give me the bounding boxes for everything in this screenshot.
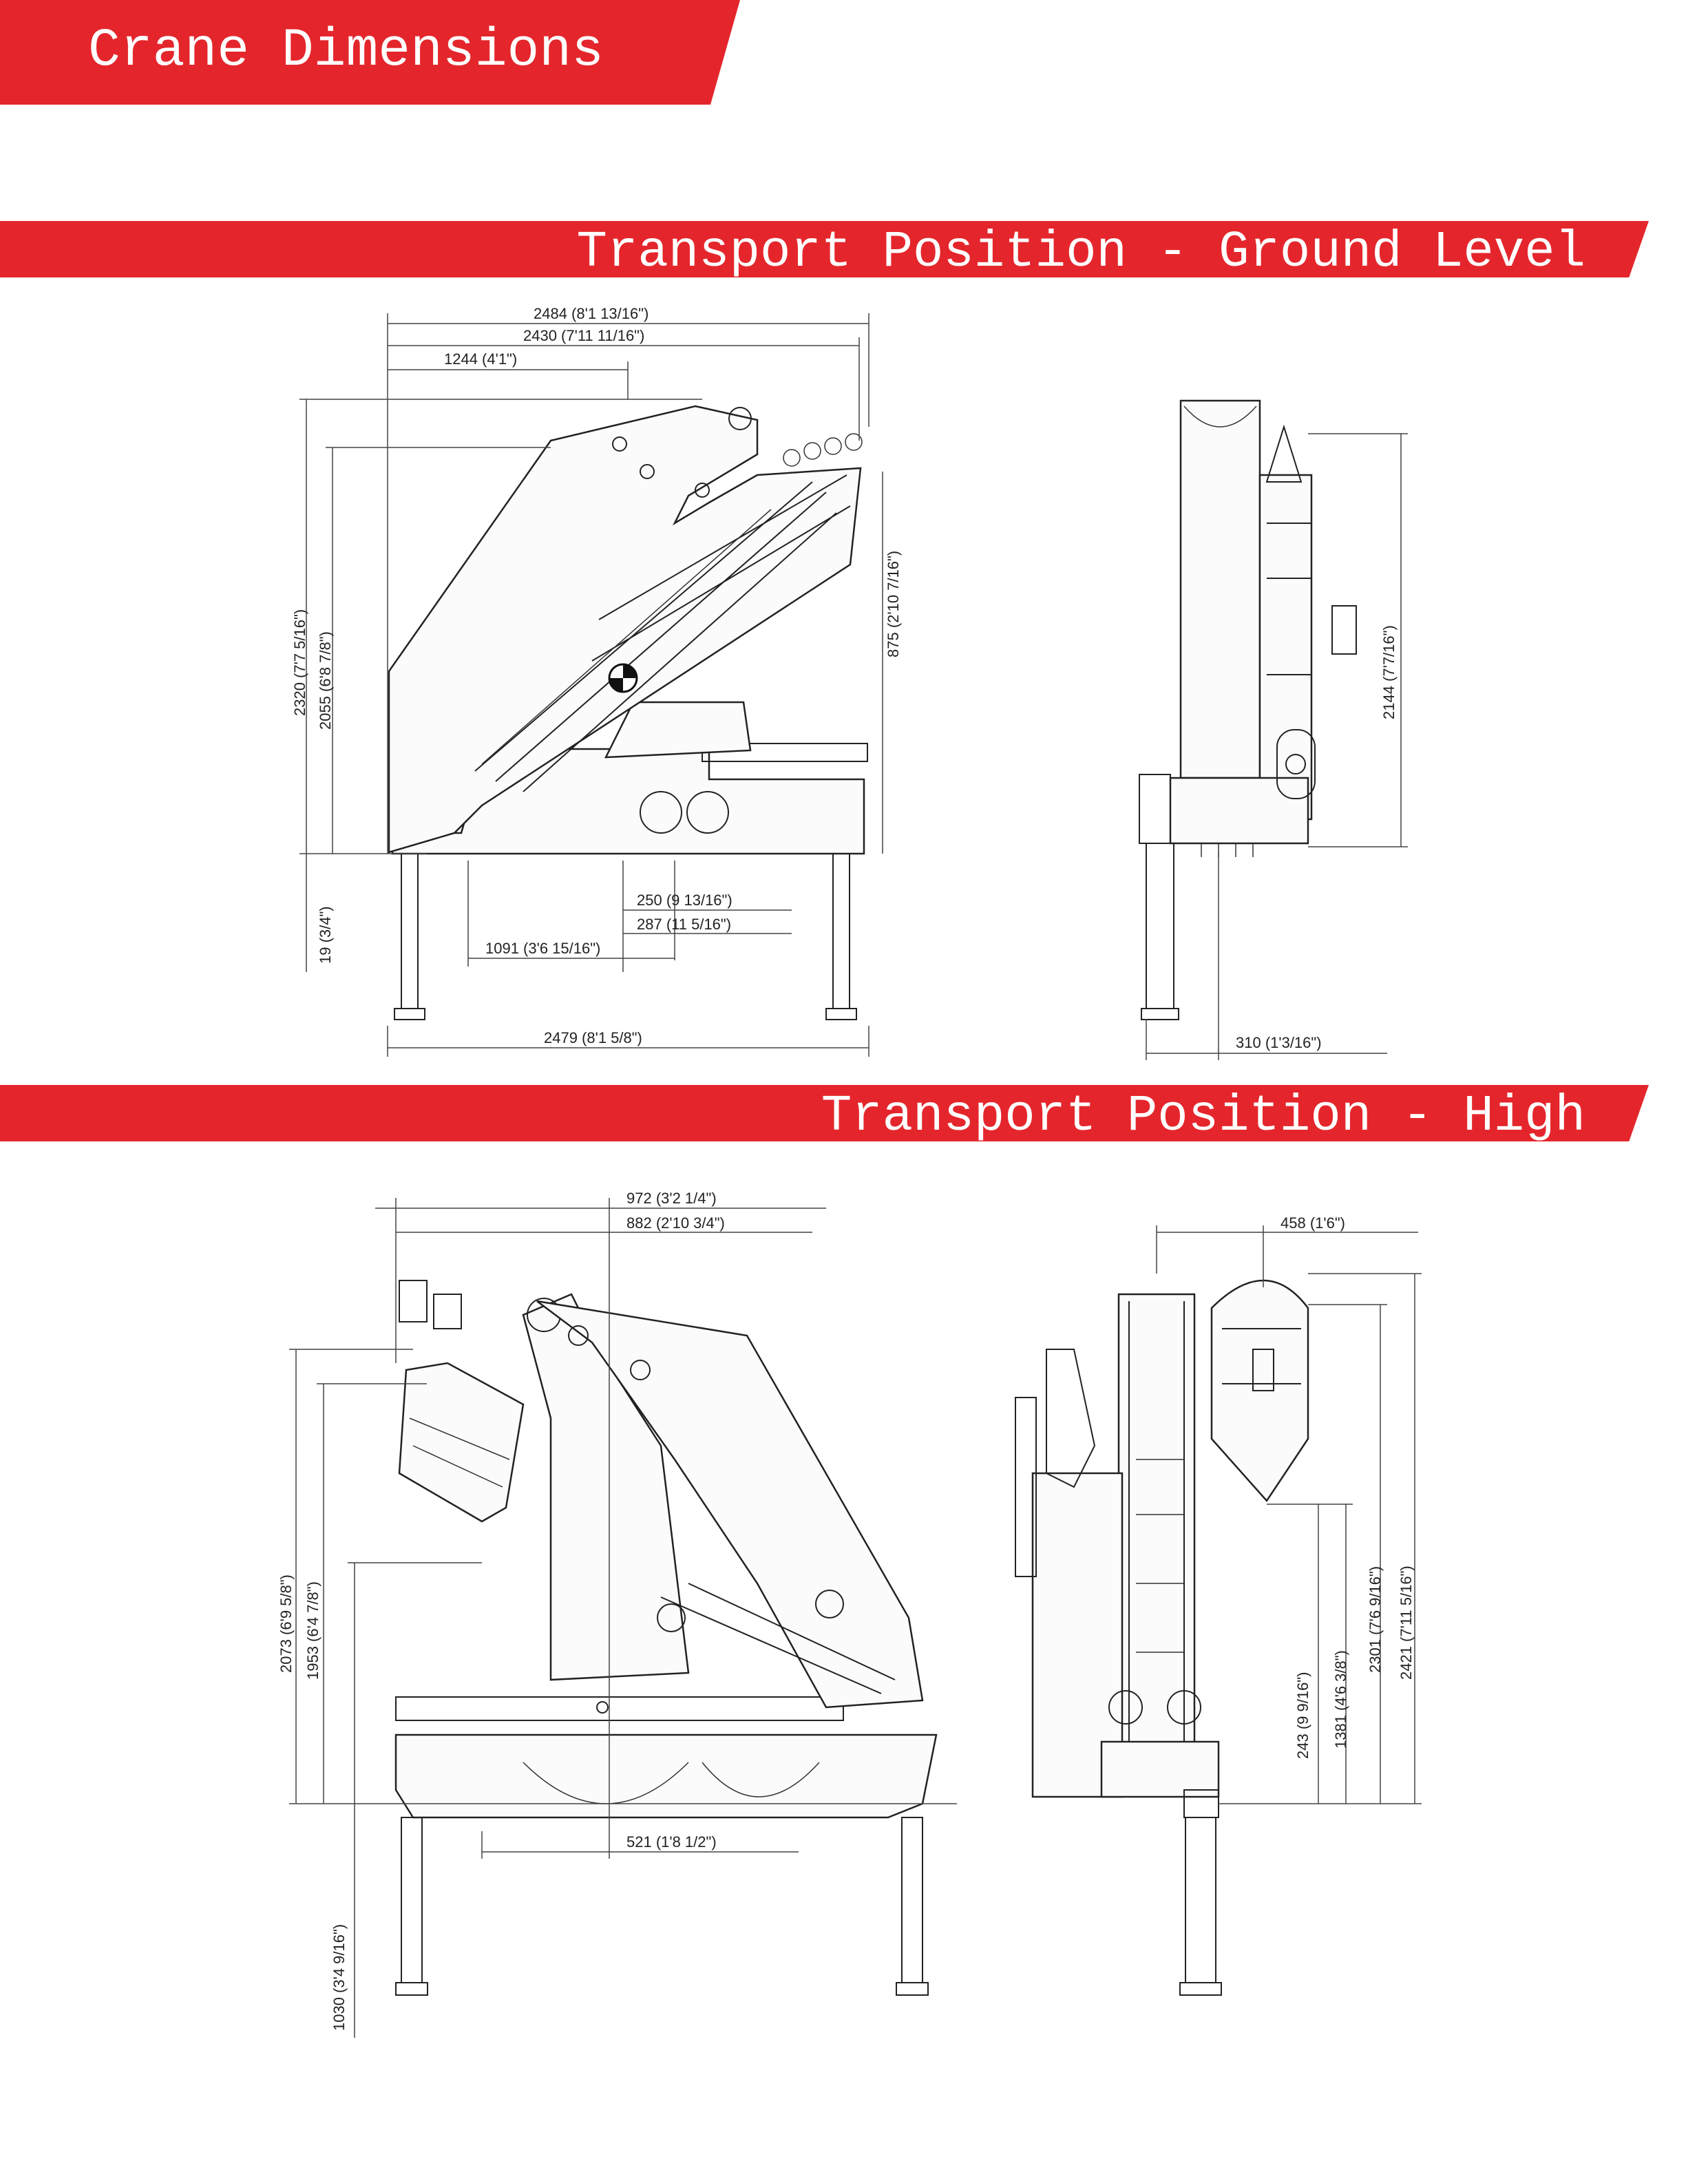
ground-side-dimension-labels: 2484 (8'1 13/16") 2430 (7'11 11/16") 124… bbox=[291, 305, 902, 1046]
dim-label-19: 19 (3/4") bbox=[317, 906, 334, 964]
dim-label-1030: 1030 (3'4 9/16") bbox=[330, 1924, 348, 2031]
ground-end-view-crane bbox=[1139, 399, 1357, 1020]
dim-label-2479: 2479 (8'1 5/8") bbox=[544, 1029, 642, 1046]
ground-side-view-crane bbox=[388, 405, 868, 1020]
section-banner-high: Transport Position - High bbox=[0, 1085, 1649, 1141]
dim-label-310: 310 (1'3/16") bbox=[1236, 1034, 1322, 1051]
dim-label-1381: 1381 (4'6 3/8") bbox=[1332, 1650, 1349, 1749]
dim-label-2484: 2484 (8'1 13/16") bbox=[534, 305, 649, 322]
section-title-high: Transport Position - High bbox=[821, 1088, 1585, 1146]
ground-end-dimension-labels: 2144 (7'7/16") 310 (1'3/16") bbox=[1236, 625, 1398, 1051]
ground-end-dimension-lines bbox=[1146, 433, 1408, 1060]
dim-label-521: 521 (1'8 1/2") bbox=[626, 1833, 717, 1851]
dim-label-2055: 2055 (6'8 7/8") bbox=[317, 631, 334, 730]
dim-label-1953: 1953 (6'4 7/8") bbox=[304, 1581, 321, 1680]
dim-label-2320: 2320 (7'7 5/16") bbox=[291, 609, 308, 716]
dim-label-287: 287 (11 5/16") bbox=[637, 916, 731, 933]
dim-label-882: 882 (2'10 3/4") bbox=[626, 1214, 725, 1232]
dim-label-243: 243 (9 9/16") bbox=[1294, 1672, 1311, 1759]
high-side-dimension-labels: 972 (3'2 1/4") 882 (2'10 3/4") 2073 (6'9… bbox=[277, 1190, 725, 2031]
high-end-dimension-labels: 458 (1'6") 243 (9 9/16") 1381 (4'6 3/8")… bbox=[1280, 1214, 1415, 1759]
dim-label-458: 458 (1'6") bbox=[1280, 1214, 1345, 1232]
dim-label-1244: 1244 (4'1") bbox=[444, 350, 517, 368]
high-side-view-crane bbox=[394, 1280, 938, 1996]
ground-side-dimension-lines bbox=[299, 313, 883, 1057]
dim-label-972: 972 (3'2 1/4") bbox=[626, 1190, 717, 1207]
dim-label-2301: 2301 (7'6 9/16") bbox=[1367, 1566, 1384, 1673]
dim-label-875: 875 (2'10 7/16") bbox=[885, 551, 902, 657]
dim-label-2073: 2073 (6'9 5/8") bbox=[277, 1574, 295, 1673]
section-title-ground-level: Transport Position - Ground Level bbox=[576, 224, 1585, 282]
dim-label-1091: 1091 (3'6 15/16") bbox=[485, 940, 600, 957]
dim-label-2144: 2144 (7'7/16") bbox=[1380, 625, 1398, 719]
high-side-dimension-lines bbox=[289, 1198, 957, 2038]
high-end-view-crane bbox=[1015, 1279, 1309, 1996]
high-end-dimension-lines bbox=[1156, 1225, 1422, 1804]
page-title-banner: Crane Dimensions bbox=[0, 0, 740, 105]
dim-label-2421: 2421 (7'11 5/16") bbox=[1398, 1565, 1415, 1680]
dim-label-2430: 2430 (7'11 11/16") bbox=[523, 327, 644, 344]
page-title: Crane Dimensions bbox=[88, 21, 604, 81]
section-banner-ground-level: Transport Position - Ground Level bbox=[0, 221, 1649, 277]
dim-label-250: 250 (9 13/16") bbox=[637, 892, 732, 909]
